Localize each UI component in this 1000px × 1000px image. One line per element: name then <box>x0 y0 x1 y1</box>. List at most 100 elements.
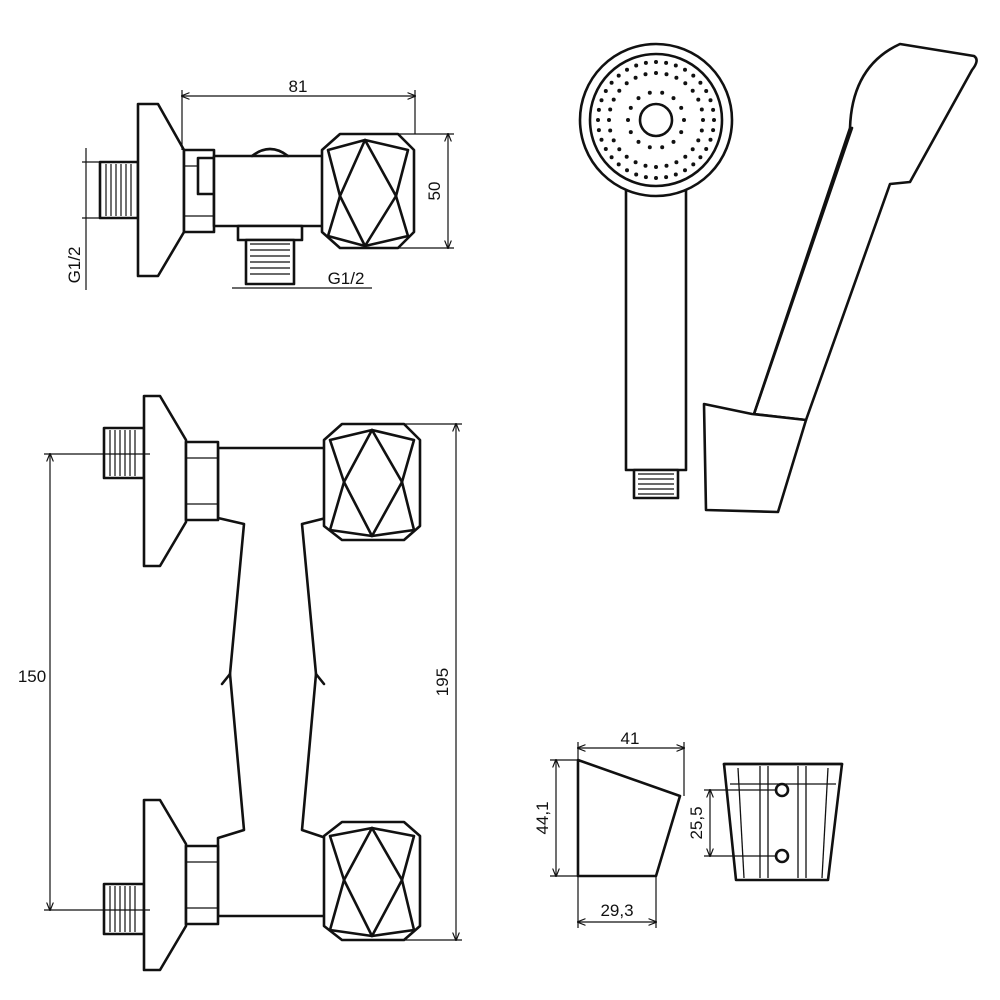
spray-nozzle <box>647 90 652 95</box>
spray-nozzle <box>624 154 629 159</box>
spray-nozzle <box>664 72 669 77</box>
spray-nozzle <box>654 71 658 75</box>
spray-nozzle <box>603 147 608 151</box>
holder-detail-side: 41 44,1 29,3 <box>533 729 684 928</box>
spray-nozzle <box>704 147 709 151</box>
spray-nozzle <box>634 172 639 177</box>
spray-nozzle <box>660 145 665 150</box>
spray-nozzle <box>701 118 705 122</box>
dim-holder-width: 41 <box>621 729 640 748</box>
dim-holder-hole-spacing: 25,5 <box>687 806 706 839</box>
spray-nozzle <box>625 67 629 72</box>
spray-nozzle <box>596 107 601 112</box>
spray-nozzle <box>664 175 669 180</box>
spray-nozzle <box>673 63 678 68</box>
spray-nozzle <box>696 97 701 102</box>
spray-nozzle <box>691 73 696 78</box>
front-bottom-nut <box>184 844 220 926</box>
side-body <box>212 154 326 228</box>
front-top-nut <box>184 440 220 522</box>
front-bottom-thread <box>102 882 146 936</box>
spray-nozzle <box>628 105 633 110</box>
spray-nozzle <box>691 162 696 167</box>
side-wall-flange <box>136 102 186 278</box>
front-bottom-flange <box>142 798 188 972</box>
dim-thread-bottom: G1/2 <box>328 269 365 288</box>
side-outlet-collar <box>236 224 304 242</box>
front-bottom-handle <box>322 820 422 942</box>
spray-nozzle <box>633 160 638 165</box>
spray-nozzle <box>711 128 716 133</box>
side-nut-collar <box>196 156 216 196</box>
front-body <box>216 446 328 918</box>
spray-nozzle <box>596 128 601 133</box>
spray-nozzle <box>664 163 669 168</box>
spray-nozzle <box>617 88 622 93</box>
spray-nozzle <box>609 155 614 160</box>
spray-nozzle <box>671 96 676 101</box>
spray-nozzle <box>682 118 686 122</box>
shower-side-body <box>752 42 978 422</box>
spray-nozzle <box>608 107 613 112</box>
spray-nozzle <box>679 130 684 135</box>
spray-nozzle <box>608 128 613 133</box>
front-top-thread <box>102 426 146 480</box>
dim-front-spacing: 150 <box>18 667 46 686</box>
holder-detail-front: 25,5 <box>687 762 844 882</box>
spray-nozzle <box>611 97 616 102</box>
spray-nozzle <box>634 63 639 68</box>
holder-hole-top <box>774 782 790 798</box>
shower-handle <box>624 188 688 472</box>
dim-front-height: 195 <box>433 668 452 696</box>
spray-nozzle <box>636 96 641 101</box>
spray-nozzle <box>654 165 658 169</box>
spray-nozzle <box>647 145 652 150</box>
shower-head-center <box>638 102 674 138</box>
spray-nozzle <box>679 105 684 110</box>
spray-nozzle <box>711 107 716 112</box>
spray-nozzle <box>599 137 604 142</box>
front-top-flange <box>142 394 188 568</box>
front-view-mixer: 150 195 <box>18 394 462 972</box>
dim-holder-height: 44,1 <box>533 801 552 834</box>
spray-nozzle <box>683 168 687 173</box>
spray-nozzle <box>698 80 703 85</box>
spray-nozzle <box>599 98 604 103</box>
spray-nozzle <box>674 75 679 80</box>
spray-nozzle <box>636 139 641 144</box>
shower-spray-dots <box>596 60 716 180</box>
shower-head-side <box>702 42 978 514</box>
spray-nozzle <box>607 118 611 122</box>
holder-side <box>702 402 808 514</box>
spray-nozzle <box>643 163 648 168</box>
spray-nozzle <box>712 118 716 122</box>
spray-nozzle <box>633 75 638 80</box>
front-top-handle <box>322 422 422 542</box>
spray-nozzle <box>628 130 633 135</box>
side-view-mixer: 81 50 G1/2 G1/2 <box>65 77 454 290</box>
spray-nozzle <box>698 155 703 160</box>
spray-nozzle <box>699 107 704 112</box>
holder-hole-bottom <box>774 848 790 864</box>
spray-nozzle <box>671 139 676 144</box>
spray-nozzle <box>643 60 648 65</box>
spray-nozzle <box>673 172 678 177</box>
spray-nozzle <box>674 160 679 165</box>
spray-nozzle <box>654 60 658 64</box>
spray-nozzle <box>643 72 648 77</box>
side-left-thread-lines <box>105 164 132 216</box>
spray-nozzle <box>708 137 713 142</box>
spray-nozzle <box>683 154 688 159</box>
spray-nozzle <box>704 89 709 93</box>
spray-nozzle <box>664 60 669 65</box>
shower-head-outer <box>578 42 734 198</box>
spray-nozzle <box>626 118 630 122</box>
spray-nozzle <box>643 175 648 180</box>
spray-nozzle <box>699 128 704 133</box>
dim-top-width: 81 <box>289 77 308 96</box>
spray-nozzle <box>617 147 622 152</box>
spray-nozzle <box>660 90 665 95</box>
spray-nozzle <box>690 147 695 152</box>
